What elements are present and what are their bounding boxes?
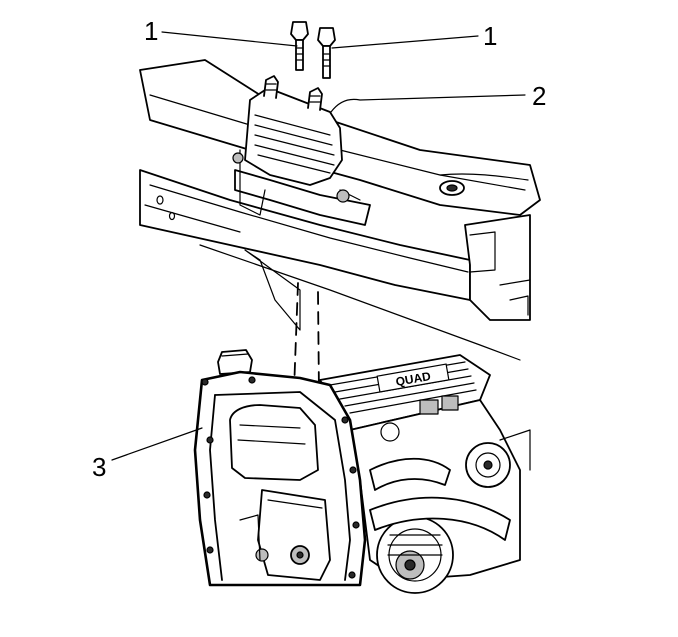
engine-cover-text: QUAD: [395, 369, 433, 389]
engine-block: QUAD: [319, 354, 531, 594]
callout-3: 3: [92, 452, 106, 482]
transmission-case: [193, 349, 367, 587]
engine-mount: [232, 75, 371, 226]
callout-1-right: 1: [483, 21, 497, 51]
mount-bolt-left: [290, 21, 309, 71]
leader-lines: [111, 31, 526, 461]
mount-bolt-right: [317, 27, 336, 79]
callout-1-left: 1: [144, 16, 158, 46]
callout-2: 2: [532, 81, 546, 111]
engine-cover-badge: QUAD: [376, 363, 450, 393]
